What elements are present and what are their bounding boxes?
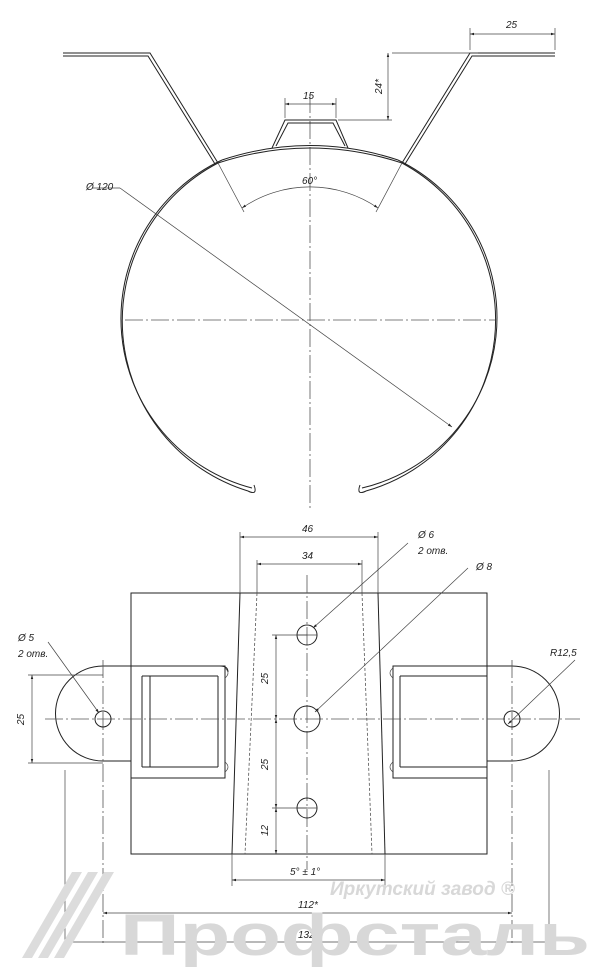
d8-leader (314, 567, 469, 713)
left-hook (247, 484, 256, 493)
d5-label: Ø 5 (17, 633, 35, 644)
ring-right-arc-inner (361, 159, 498, 489)
bend-line-outer-left (231, 592, 241, 855)
left-tab (55, 665, 131, 762)
d6-leader (312, 542, 409, 629)
d6-label: Ø 6 (417, 530, 435, 541)
bend-line-outer-right (377, 592, 386, 855)
dim-25-left-label: 25 (16, 713, 27, 726)
dim-24-label: 24* (374, 78, 385, 95)
left-slot (130, 665, 226, 779)
dim-112-label: 112* (298, 900, 319, 911)
r125-label: R12,5 (550, 648, 577, 659)
angle-60-arc (241, 186, 379, 209)
dim-132-label: 132* (298, 930, 320, 941)
right-wing-inner (404, 55, 555, 165)
angle-60-label: 60° (302, 176, 317, 187)
watermark-company: Иркутский завод ® (330, 879, 515, 900)
dim-25-label: 25 (505, 20, 518, 31)
main-plate (130, 592, 488, 855)
dim-25-lower-label: 25 (260, 758, 271, 771)
hole-d8-center (293, 705, 321, 733)
ring-right-arc (365, 162, 497, 492)
top-bump-inner (275, 122, 346, 147)
bend-line-inner-left (244, 592, 258, 855)
r125-leader (507, 659, 576, 725)
hole-d5-left (94, 710, 112, 728)
bend-line-inner-right (361, 592, 373, 855)
right-slot (392, 665, 488, 779)
dim-46-label: 46 (302, 524, 314, 535)
diameter-120-label: Ø 120 (85, 182, 114, 193)
hole-d5-right (503, 710, 521, 728)
diameter-120-leader (119, 187, 453, 428)
d5-leader (47, 641, 100, 714)
top-view: 15 25 24* 60° Ø 120 (63, 20, 556, 510)
d5-note: 2 отв. (17, 649, 48, 660)
angle-5-label: 5° ± 1° (290, 867, 320, 878)
watermark-brand: Профсталь (120, 903, 590, 968)
watermark: Иркутский завод ® Профсталь (22, 872, 590, 968)
dim-25-upper-label: 25 (260, 672, 271, 685)
ring-left-arc (121, 162, 249, 492)
right-wing (401, 52, 555, 164)
ring-top-arc (217, 147, 403, 164)
d8-label: Ø 8 (475, 562, 493, 573)
right-hook (358, 484, 367, 493)
left-wing-inner (63, 55, 216, 165)
watermark-logo-mark (22, 872, 114, 958)
left-wing (63, 52, 219, 164)
bottom-view: 46 34 Ø 6 2 отв. Ø 8 Ø 5 2 отв. R12,5 25… (16, 524, 580, 945)
right-tab (487, 665, 560, 762)
dim-12-label: 12 (260, 824, 271, 836)
ring-top-arc-inner (221, 145, 399, 161)
d6-note: 2 отв. (417, 546, 448, 557)
ring-left-arc-inner (120, 159, 253, 489)
dim-34-label: 34 (302, 551, 314, 562)
dim-15-label: 15 (303, 91, 315, 102)
top-bump (271, 119, 349, 149)
